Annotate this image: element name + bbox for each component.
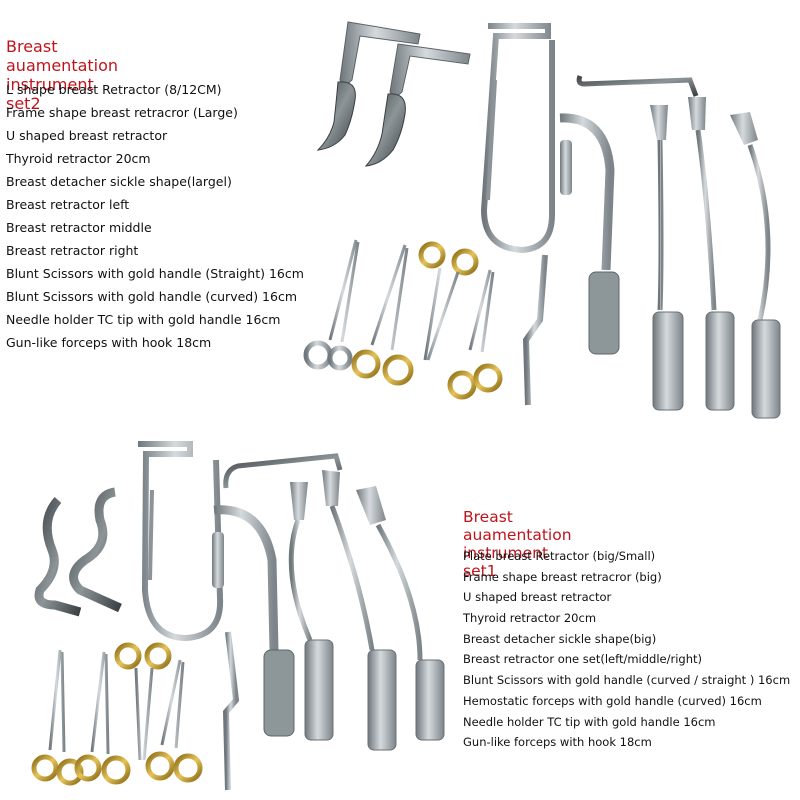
list-item: Blunt Scissors with gold handle (curved)… (6, 289, 298, 304)
list-item: U shaped breast retractor (463, 590, 612, 605)
set1-gun-forceps (222, 631, 240, 791)
list-item: Breast detacher sickle shape(big) (463, 631, 657, 646)
set1-scissors-straight (31, 649, 84, 786)
set2-gun-forceps (522, 254, 548, 406)
list-item: Thyroid retractor 20cm (6, 151, 151, 166)
list-item: Breast retractor middle (6, 220, 152, 235)
set2-hemostat-gold (447, 269, 503, 400)
set2-frame-shape-retractor (480, 23, 555, 254)
list-item: U shaped breast retractor (6, 128, 168, 143)
set1-item-list: Plate breast Retractor (big/Small) Frame… (463, 546, 790, 753)
list-item: Breast retractor one set(left/middle/rig… (463, 652, 702, 667)
set2-item-list: L shape breast Retractor (8/12CM) Frame … (6, 78, 304, 354)
set1-needle-holder (145, 659, 203, 783)
set2-needle-holder (418, 241, 479, 361)
set1-plate-retractor-left (34, 496, 82, 617)
set1-scissors-curved (74, 651, 131, 785)
list-item: Thyroid retractor 20cm (463, 611, 597, 626)
set1-retractor-left (288, 482, 334, 741)
list-item: Blunt Scissors with gold handle (Straigh… (6, 266, 304, 281)
set2-retractor-middle (688, 97, 735, 411)
set1-plate-retractor-right (69, 487, 122, 613)
set1-retractor-right (356, 486, 445, 741)
list-item: Blunt Scissors with gold handle (curved … (463, 673, 791, 688)
set2-sickle-detacher (559, 113, 620, 355)
list-item: Plate breast Retractor (big/Small) (463, 549, 656, 563)
set2-thyroid-retractor (576, 75, 699, 97)
list-item: Needle holder TC tip with gold handle 16… (463, 714, 716, 729)
set1-hemostat-gold (114, 642, 172, 761)
list-item: Frame shape breast retracror (big) (463, 569, 662, 584)
set2-title: Breast auamentation instrument set2 (6, 37, 119, 113)
set1-frame-shape-retractor (138, 441, 224, 642)
list-item: Frame shape breast retracror (Large) (6, 105, 238, 120)
list-item: Needle holder TC tip with gold handle 16… (6, 312, 281, 327)
list-item: Breast retractor left (6, 197, 130, 212)
list-item: Hemostatic forceps with gold handle (cur… (463, 693, 762, 708)
set1-thyroid-retractor (223, 453, 343, 489)
list-item: Gun-like forceps with hook 18cm (6, 335, 212, 350)
set2-retractor-right (730, 112, 781, 419)
set1-retractor-middle (322, 470, 397, 751)
set2-l-shape-retractor-large (316, 21, 421, 151)
set2-scissors-curved (351, 244, 414, 386)
list-item: Breast retractor right (6, 243, 139, 258)
list-item: L shape breast Retractor (8/12CM) (6, 82, 222, 97)
list-item: Breast detacher sickle shape(largel) (6, 174, 232, 189)
set2-retractor-left (650, 105, 684, 411)
set2-scissors-straight (303, 239, 360, 371)
set2-l-shape-retractor-small (364, 43, 471, 167)
set1-sickle-detacher (212, 505, 295, 737)
set1-title: Breast auamentation instrument set1 (463, 508, 572, 580)
list-item: Gun-like forceps with hook 18cm (463, 735, 652, 750)
